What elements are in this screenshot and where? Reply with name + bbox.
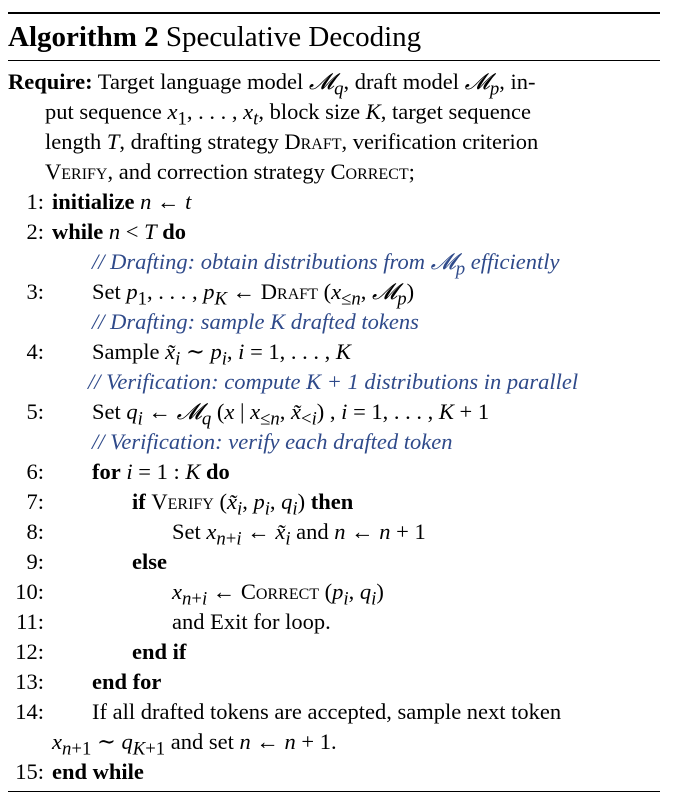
algo-line-14: 14: If all drafted tokens are accepted, …: [8, 697, 660, 727]
comment-verification-compute: // Verification: compute K + 1 distribut…: [88, 369, 579, 395]
algo-line-2: 2: while n < T do: [8, 217, 660, 247]
require-line-2: put sequence x1, . . . , xt, block size …: [45, 99, 531, 130]
algo-line-13: 13: end for: [8, 667, 660, 697]
line-number: 7:: [26, 489, 44, 515]
algo-line-9: 9: else: [8, 547, 660, 577]
algorithm-label: Algorithm 2: [8, 21, 159, 53]
comment-drafting-distributions: // Drafting: obtain distributions from 𝓜…: [92, 249, 560, 280]
algorithm-body: Require: Target language model 𝓜q, draft…: [8, 61, 660, 787]
line-number: 13:: [15, 669, 44, 695]
algo-line-4: 4: Sample x̃i ∼ pi, i = 1, . . . , K: [8, 337, 660, 370]
line-number: 4:: [26, 339, 44, 365]
algo-line-5: 5: Set qi ← 𝓜q (x | x≤n, x̃<i) , i = 1, …: [8, 397, 660, 430]
line-number: 3:: [26, 279, 44, 305]
algo-line-6: 6: for i = 1 : K do: [8, 457, 660, 487]
line-number: 14:: [15, 699, 44, 725]
algo-line-14-continued: xn+1 ∼ qK+1 and set n ← n + 1.: [52, 729, 337, 760]
bottom-rule: [8, 791, 660, 793]
comment-verification-verify: // Verification: verify each drafted tok…: [92, 429, 453, 455]
top-rule: [8, 12, 660, 14]
algorithm-block: Algorithm 2 Speculative Decoding Require…: [8, 12, 660, 793]
algo-line-8: 8: Set xn+i ← x̃i and n ← n + 1: [8, 517, 660, 550]
algorithm-name: Speculative Decoding: [165, 21, 422, 53]
line-number: 15:: [15, 759, 44, 785]
line-number: 10:: [15, 579, 44, 605]
algo-line-11: 11: and Exit for loop.: [8, 607, 660, 637]
line-number: 12:: [15, 639, 44, 665]
comment-drafting-sample: // Drafting: sample K drafted tokens: [92, 309, 419, 335]
require-line-4: Verify, and correction strategy Correct;: [45, 159, 415, 185]
algo-line-1: 1: initialize n ← t: [8, 187, 660, 217]
require-line-1: Require: Target language model 𝓜q, draft…: [8, 69, 536, 100]
line-number: 8:: [26, 519, 44, 545]
line-number: 11:: [16, 609, 44, 635]
algo-line-15: 15: end while: [8, 757, 660, 787]
require-line-3: length T, drafting strategy Draft, verif…: [45, 129, 539, 155]
line-number: 2:: [26, 219, 44, 245]
algo-line-7: 7: if Verify (x̃i, pi, qi) then: [8, 487, 660, 520]
algo-line-12: 12: end if: [8, 637, 660, 667]
line-number: 9:: [26, 549, 44, 575]
algorithm-title: Algorithm 2 Speculative Decoding: [8, 14, 660, 60]
line-number: 6:: [26, 459, 44, 485]
algo-line-10: 10: xn+i ← Correct (pi, qi): [8, 577, 660, 610]
title-rule: [8, 60, 660, 62]
require-keyword: Require:: [8, 69, 93, 95]
algo-line-3: 3: Set p1, . . . , pK ← Draft (x≤n, 𝓜p): [8, 277, 660, 310]
line-number: 5:: [26, 399, 44, 425]
line-number: 1:: [26, 189, 44, 215]
